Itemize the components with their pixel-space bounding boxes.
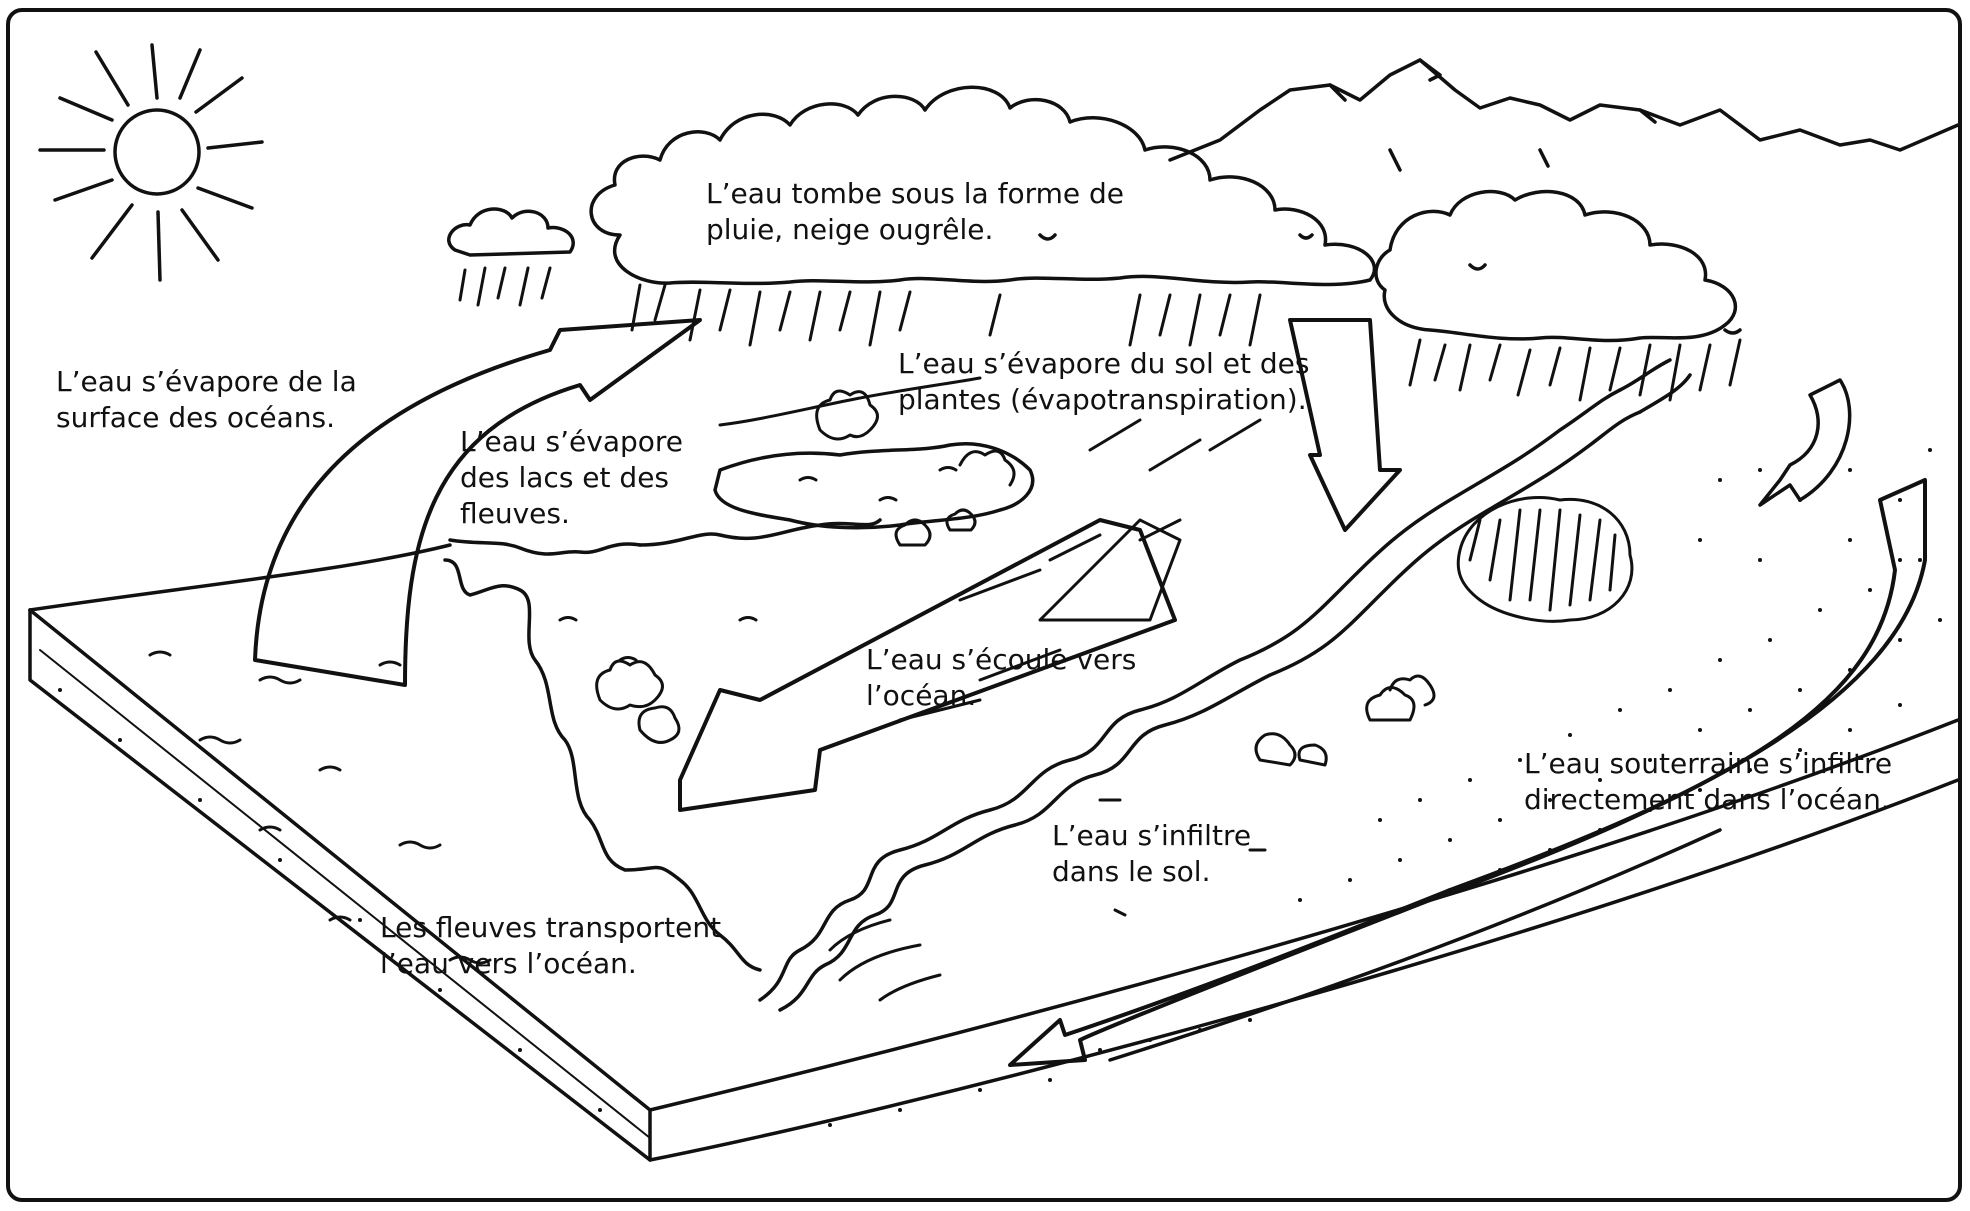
water-ripples bbox=[148, 466, 958, 1002]
label-ocean-evaporation: L’eau s’évapore de la surface des océans… bbox=[56, 365, 357, 434]
tree-clusters bbox=[595, 389, 1634, 767]
lake bbox=[713, 442, 1035, 530]
page-border bbox=[6, 8, 1962, 1202]
label-groundwater: L’eau souterraine s’infiltre directement… bbox=[1524, 747, 1893, 816]
arrow-groundwater bbox=[1008, 478, 1927, 1067]
coastline bbox=[443, 518, 882, 972]
rain-cloud bbox=[589, 85, 1742, 343]
label-rivers: Les fleuves transportent l’eau vers l’oc… bbox=[380, 911, 722, 980]
label-lake-evaporation: L’eau s’évapore des lacs et des fleuves. bbox=[460, 425, 684, 530]
arrow-evapotranspiration-down bbox=[1288, 318, 1402, 532]
river bbox=[758, 358, 1692, 1012]
arrow-ocean-evaporation bbox=[253, 318, 702, 687]
arrow-infiltration-right bbox=[1758, 378, 1852, 507]
label-infiltration: L’eau s’infiltre dans le sol. bbox=[1052, 819, 1252, 888]
label-evapotranspiration: L’eau s’évapore du sol et des plantes (é… bbox=[898, 347, 1310, 416]
mountain-range bbox=[1168, 58, 1960, 172]
soil-boundary bbox=[1108, 828, 1722, 1062]
sun-icon bbox=[38, 43, 264, 282]
rain-streaks bbox=[458, 266, 1742, 402]
label-runoff: L’eau s’écoule vers l’océan. bbox=[866, 643, 1137, 712]
ground-slab bbox=[28, 543, 1960, 1162]
small-cloud bbox=[447, 207, 575, 257]
arrow-runoff bbox=[678, 518, 1177, 812]
label-precipitation: L’eau tombe sous la forme de pluie, neig… bbox=[706, 177, 1125, 246]
terrain-lines bbox=[718, 376, 1262, 722]
